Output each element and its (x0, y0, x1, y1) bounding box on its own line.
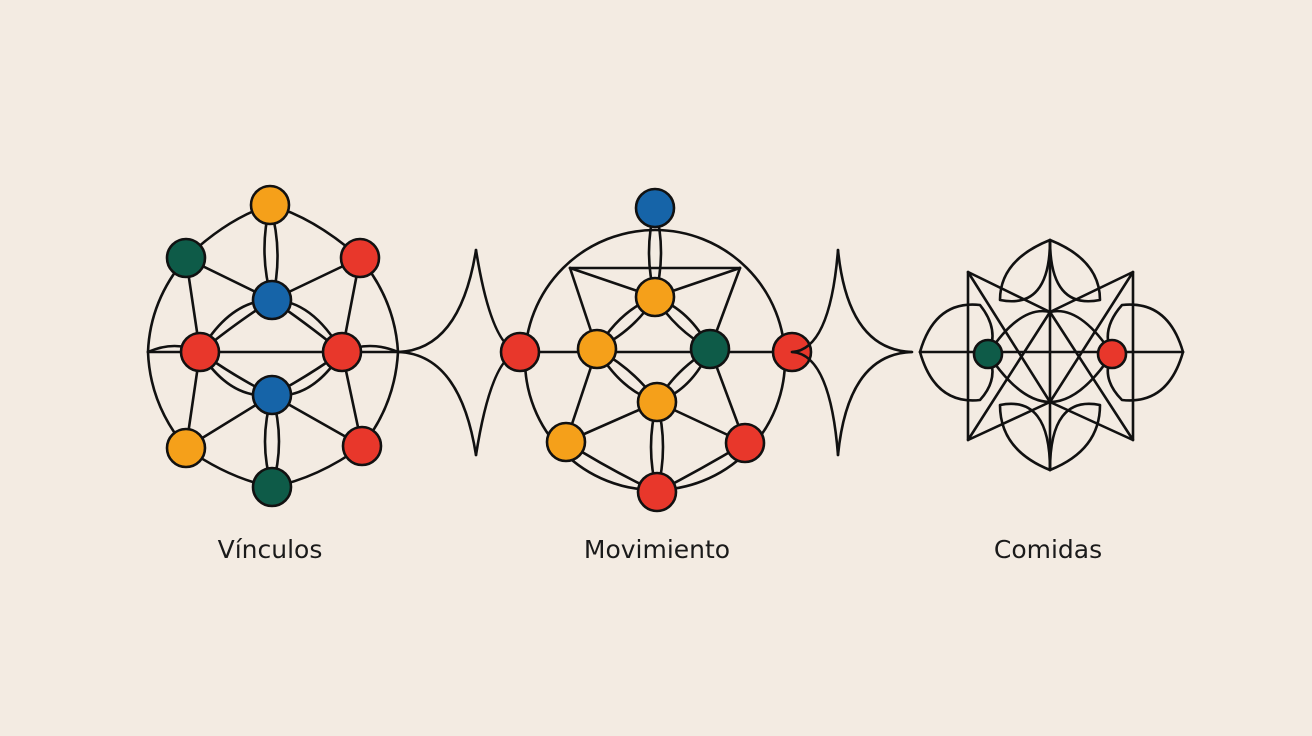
movimiento-node (499, 331, 541, 373)
movimiento-diagram: Movimiento (499, 187, 813, 564)
comidas-diagram: Comidas (918, 238, 1185, 564)
vinculos-nodes (165, 184, 383, 508)
comidas-nodes (972, 338, 1128, 370)
movimiento-node (724, 422, 766, 464)
comidas-edges (918, 238, 1185, 472)
comidas-node (1096, 338, 1128, 370)
movimiento-node (636, 381, 678, 423)
vinculos-node (179, 331, 221, 373)
connector-2 (790, 248, 914, 457)
movimiento-nodes (499, 187, 813, 513)
vinculos-node (251, 279, 293, 321)
vinculos-label: Vínculos (218, 535, 323, 564)
vinculos-node (321, 331, 363, 373)
movimiento-node (634, 187, 676, 229)
vinculos-node (339, 237, 381, 279)
vinculos-node (251, 466, 293, 508)
vinculos-node (249, 184, 291, 226)
comidas-label: Comidas (994, 535, 1102, 564)
comidas-node (972, 338, 1004, 370)
movimiento-node (689, 328, 731, 370)
movimiento-node (576, 328, 618, 370)
movimiento-node (636, 471, 678, 513)
vinculos-node (251, 374, 293, 416)
movimiento-node (634, 276, 676, 318)
movimiento-node (545, 421, 587, 463)
vinculos-diagram: Vínculos (146, 184, 400, 564)
vinculos-node (341, 425, 383, 467)
vinculos-node (165, 427, 207, 469)
movimiento-label: Movimiento (584, 535, 730, 564)
vinculos-node (165, 237, 207, 279)
